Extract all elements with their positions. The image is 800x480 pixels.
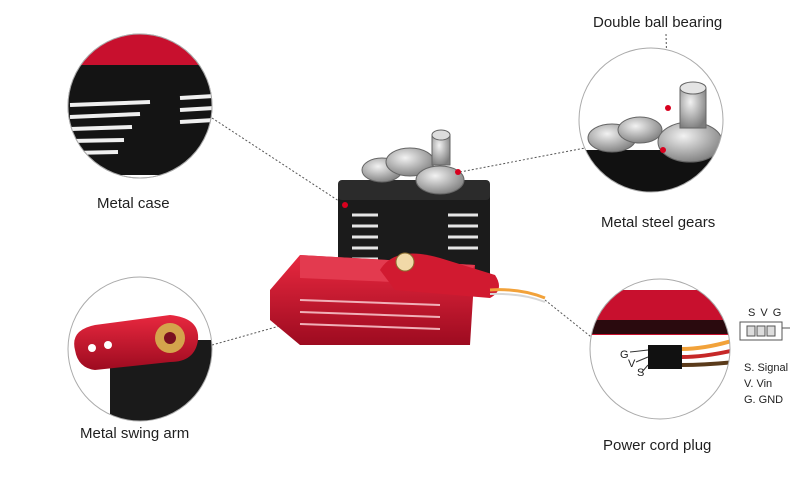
wire-letter-s: S xyxy=(637,367,645,379)
red-servo xyxy=(270,252,546,345)
zoom-metal-case xyxy=(67,33,213,179)
wire-letter-g: G xyxy=(620,349,629,361)
servo-gears xyxy=(361,129,465,195)
pin-legend-signal: S. Signal xyxy=(744,362,789,374)
zoom-swing-arm xyxy=(67,276,213,422)
servo-body xyxy=(338,180,490,285)
pin-legend-vin: V. Vin xyxy=(744,378,773,390)
wire-letter-v: V xyxy=(628,358,636,370)
connector-header-label: S V G xyxy=(748,307,783,319)
label-metal-swing-arm: Metal swing arm xyxy=(80,425,190,442)
label-double-ball-bearing: Double ball bearing xyxy=(593,14,723,31)
connector-pinout-diagram xyxy=(739,321,790,341)
label-metal-case: Metal case xyxy=(97,195,170,212)
label-power-cord-plug: Power cord plug xyxy=(603,437,712,454)
pin-legend-gnd: G. GND xyxy=(744,394,784,406)
zoom-gears xyxy=(578,47,724,193)
zoom-power-plug xyxy=(589,278,731,420)
label-metal-steel-gears: Metal steel gears xyxy=(601,214,716,231)
